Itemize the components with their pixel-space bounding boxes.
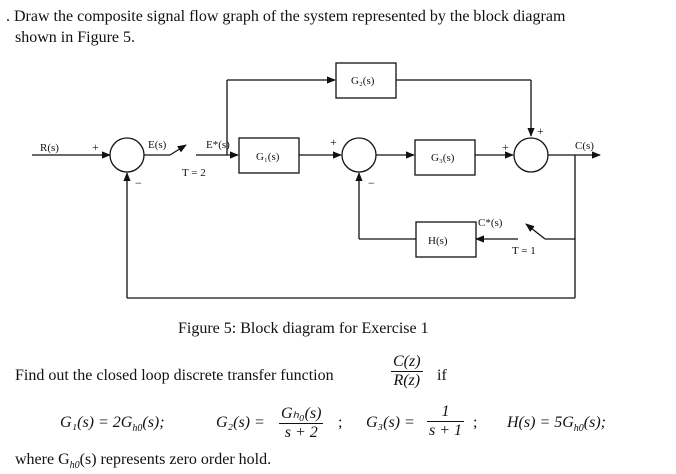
find-text: Find out the closed loop discrete transf… [15,367,334,384]
label-g3: G₃(s) [431,152,455,164]
label-c: C(s) [575,140,594,152]
label-estar: E*(s) [206,139,230,151]
eq-g3-denominator: s + 1 [429,422,463,439]
find-suffix: if [437,367,447,384]
eq-g3-lhs: G₃(s) = [366,414,415,431]
g3-block [414,139,476,176]
find-fraction-denominator: R(z) [393,372,421,389]
h-block [415,221,477,258]
label-sum1-plus: + [92,140,99,154]
find-fraction: C(z) R(z) [391,353,423,390]
eq-h: H(s) = 5Gh0(s); [507,414,606,434]
figure-caption: Figure 5: Block diagram for Exercise 1 [178,320,429,337]
eq-h-sub: h0 [573,423,584,435]
label-r: R(s) [40,142,59,154]
eq-h-main: H(s) = 5G [507,414,574,431]
label-sum1-minus: − [135,176,142,190]
sampler-switch-1 [169,144,187,156]
eq-g1-end: (s); [142,414,165,431]
eq-g3-fraction: 1 s + 1 [427,403,465,440]
label-h: H(s) [428,235,448,247]
eq-g2-end: ; [338,414,343,431]
footer-note: where Gh0(s) represents zero order hold. [15,451,271,471]
eq-g2-lhs: G₂(s) = [216,414,265,431]
label-sampling-period-1: T = 2 [182,167,206,179]
eq-g1-sub: h0 [132,423,143,435]
eq-g3-numerator: 1 [427,403,465,422]
eq-g2-numerator: Gₕ₀(s) [279,405,324,424]
label-sampling-period-2: T = 1 [512,245,536,257]
label-g1: G₁(s) [256,151,280,163]
eq-g1: G₁(s) = 2Gh0(s); [60,414,165,434]
g2-block [335,62,397,99]
summing-junction-1 [109,137,145,173]
label-sum2-plus: + [330,135,337,149]
footer-post: (s) represents zero order hold. [79,451,272,468]
label-g2: G₂(s) [351,75,375,87]
footer-pre: where G [15,451,70,468]
label-sum2-minus: − [368,176,375,190]
label-cstar: C*(s) [478,217,503,229]
eq-g1-main: G₁(s) = 2G [60,414,133,431]
eq-h-end: (s); [583,414,607,431]
sampler-switch-2 [525,223,546,240]
label-sum3-plus-top: + [537,124,544,138]
eq-g2-denominator: s + 2 [284,424,318,441]
question-line-2: shown in Figure 5. [15,29,135,46]
label-sum3-plus-left: + [502,140,509,154]
eq-g3-end: ; [473,414,478,431]
footer-sub: h0 [69,460,80,472]
question-line-1: . Draw the composite signal flow graph o… [6,8,566,25]
summing-junction-2 [341,137,377,173]
label-e: E(s) [148,139,167,151]
eq-g2-fraction: Gₕ₀(s) s + 2 [279,403,324,442]
summing-junction-3 [513,137,549,173]
find-fraction-numerator: C(z) [391,353,423,372]
